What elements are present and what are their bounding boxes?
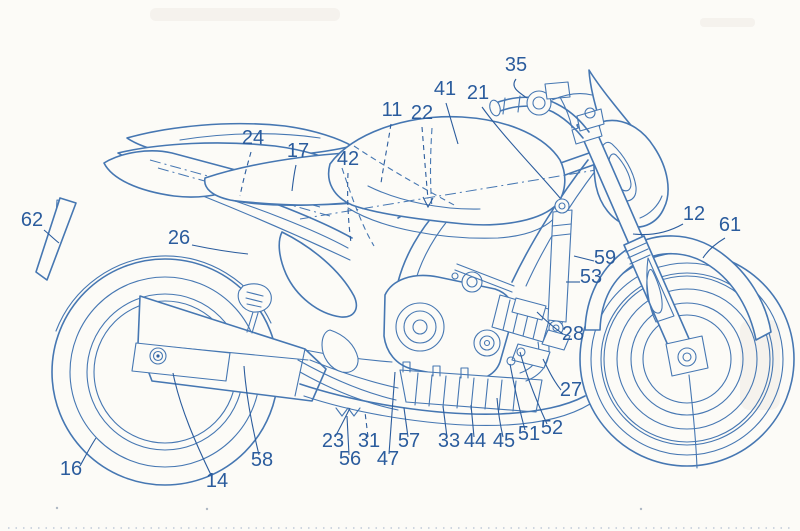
part-label-47: 47 [377, 448, 399, 470]
part-label-26: 26 [168, 227, 190, 249]
leader-line-42 [348, 173, 351, 243]
part-label-41: 41 [434, 78, 456, 100]
part-label-44: 44 [464, 430, 486, 452]
scan-artifacts [8, 8, 794, 528]
leader-line-57 [404, 408, 408, 437]
leader-line-52 [520, 352, 547, 424]
leader-line-27 [543, 359, 561, 390]
part-label-22: 22 [411, 102, 433, 124]
leader-arrow-22 [423, 197, 433, 207]
leader-line-16 [80, 438, 96, 466]
part-label-52: 52 [541, 417, 563, 439]
part-label-45: 45 [493, 430, 515, 452]
part-label-59: 59 [594, 247, 616, 269]
leader-line-58 [244, 366, 259, 455]
leader-line-21 [482, 107, 560, 198]
master-cylinder [545, 82, 570, 99]
part-label-23: 23 [322, 430, 344, 452]
leader-line-12 [633, 224, 683, 235]
leader-line-62 [44, 230, 59, 243]
part-label-12: 12 [683, 203, 705, 225]
part-label-21: 21 [467, 82, 489, 104]
part-label-62: 62 [21, 209, 43, 231]
part-label-28: 28 [562, 323, 584, 345]
engine [336, 264, 564, 416]
leader-line-31 [365, 412, 368, 437]
part-label-57: 57 [398, 430, 420, 452]
leader-line-59 [574, 256, 594, 261]
part-label-11: 11 [382, 99, 403, 121]
leader-line-22 [422, 127, 428, 199]
part-label-31: 31 [358, 430, 380, 452]
tail-cowl [104, 124, 352, 216]
part-label-35: 35 [505, 54, 527, 76]
belly-pan [300, 384, 590, 425]
leader-line-23 [335, 408, 350, 437]
part-label-27: 27 [560, 379, 582, 401]
leader-line-14 [173, 373, 212, 477]
leader-line-41 [446, 103, 458, 144]
leader-line-51 [510, 364, 525, 430]
mud-flap [36, 198, 76, 280]
leader-line-44 [471, 405, 474, 437]
handlebar-switch [527, 91, 551, 115]
leader-line-17 [292, 165, 296, 191]
leader-line-45 [497, 398, 503, 437]
brake-lever [552, 94, 592, 100]
swingarm-muffler [132, 296, 398, 401]
part-label-16: 16 [60, 458, 82, 480]
part-label-42: 42 [337, 148, 359, 170]
part-label-33: 33 [438, 430, 460, 452]
part-label-53: 53 [580, 266, 602, 288]
leader-line-35 [514, 79, 527, 98]
leader-line-24 [240, 152, 251, 196]
part-label-24: 24 [242, 127, 264, 149]
leader-line-47 [389, 372, 395, 454]
footpeg-bracket [238, 284, 271, 333]
leader-line-28 [537, 312, 563, 334]
part-label-56: 56 [339, 448, 361, 470]
fuel-tank [300, 117, 596, 246]
leader-line-33 [443, 406, 447, 437]
part-label-17: 17 [287, 140, 309, 162]
leader-line-26 [192, 245, 248, 254]
part-label-14: 14 [206, 470, 228, 492]
leader-line-61 [703, 238, 725, 258]
part-label-51: 51 [518, 423, 540, 445]
handlebar [488, 82, 592, 138]
leader-line-11 [381, 124, 391, 183]
side-cover [279, 232, 356, 317]
part-label-58: 58 [251, 449, 273, 471]
part-label-61: 61 [719, 214, 741, 236]
front-fork [572, 108, 708, 376]
leader-line-56 [347, 416, 349, 455]
